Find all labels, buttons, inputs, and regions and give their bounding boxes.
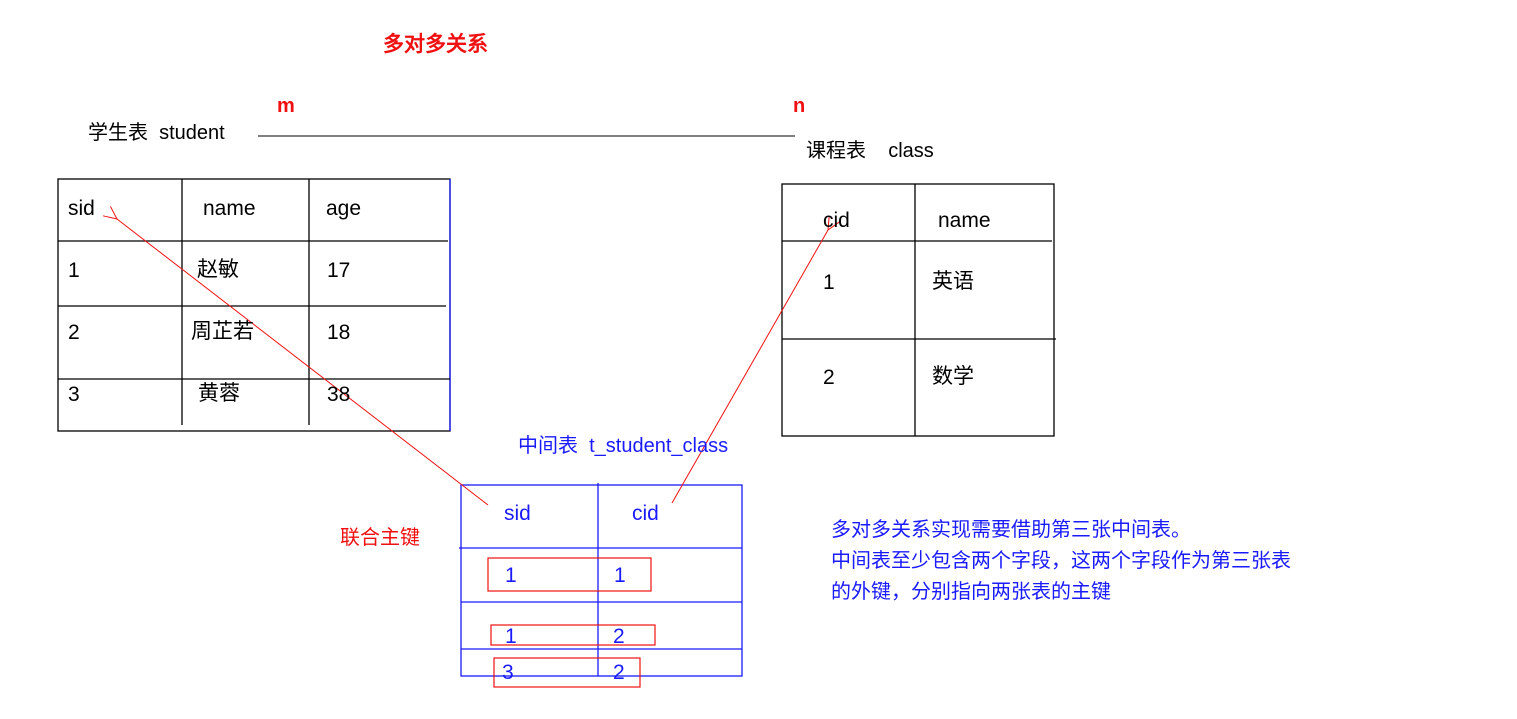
- student-cell: 周芷若: [191, 320, 254, 343]
- cid-reference-arrow: [671, 230, 828, 504]
- student-table-grid: [57, 178, 451, 432]
- middle-header-sid: sid: [504, 502, 531, 525]
- middle-cell: 1: [505, 625, 517, 648]
- middle-table-grid: [459, 483, 743, 677]
- class-cell: 英语: [932, 270, 974, 293]
- student-cell: 赵敏: [197, 258, 239, 281]
- middle-header-cid: cid: [632, 502, 659, 525]
- note-line-1: 多对多关系实现需要借助第三张中间表。: [831, 519, 1191, 541]
- class-cell: 数学: [932, 365, 974, 388]
- composite-key-label: 联合主键: [340, 527, 420, 549]
- student-header-sid: sid: [68, 197, 95, 220]
- student-header-name: name: [203, 197, 256, 220]
- note-line-2: 中间表至少包含两个字段，这两个字段作为第三张表: [831, 550, 1291, 572]
- class-header-cid: cid: [823, 209, 850, 232]
- student-header-age: age: [326, 197, 362, 220]
- middle-cell: 2: [613, 661, 625, 684]
- student-table-label: 学生表 student: [88, 122, 225, 144]
- middle-cell: 2: [613, 625, 625, 648]
- class-header-name: name: [938, 209, 991, 232]
- middle-cell: 3: [502, 661, 514, 684]
- cardinality-m: m: [277, 95, 295, 117]
- class-cell: 1: [823, 271, 835, 294]
- composite-key-boxes: [487, 557, 656, 688]
- cardinality-n: n: [793, 95, 806, 117]
- student-cell: 黄蓉: [198, 382, 240, 405]
- student-cell: 17: [327, 259, 351, 282]
- sid-reference-arrow: [117, 219, 489, 506]
- diagram-title: 多对多关系: [383, 33, 488, 56]
- note-line-3: 的外键，分别指向两张表的主键: [831, 581, 1111, 603]
- middle-cell: 1: [505, 564, 517, 587]
- class-table-label: 课程表 class: [806, 140, 934, 162]
- student-cell: 3: [68, 383, 80, 406]
- student-cell: 18: [327, 321, 351, 344]
- student-cell: 1: [68, 259, 80, 282]
- student-cell: 38: [327, 383, 351, 406]
- class-cell: 2: [823, 366, 835, 389]
- middle-cell: 1: [614, 564, 626, 587]
- middle-table-label: 中间表 t_student_class: [518, 435, 729, 457]
- student-cell: 2: [68, 321, 80, 344]
